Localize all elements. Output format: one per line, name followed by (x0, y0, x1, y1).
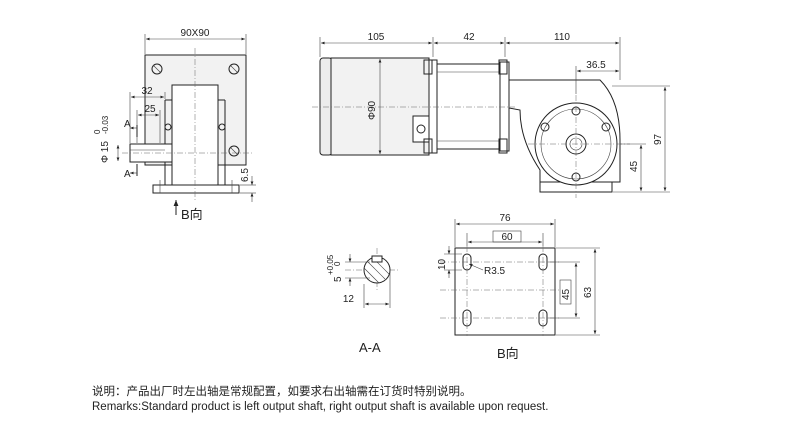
dim-key-width: 5 (333, 276, 344, 282)
dim-25: 25 (144, 104, 156, 115)
base-plate (454, 247, 556, 336)
dim-shaft-diameter: Φ 15 (100, 141, 111, 163)
dim-r3-5: R3.5 (484, 266, 506, 277)
view-b-arrow-label: B向 (181, 207, 203, 222)
section-marker-a-top: A (124, 119, 131, 130)
dim-12: 12 (343, 294, 355, 305)
dim-36-5: 36.5 (586, 60, 606, 71)
dim-10: 10 (437, 258, 448, 270)
front-base (152, 184, 240, 194)
bottom-view-title: B向 (497, 346, 519, 361)
dim-90x90: 90X90 (181, 28, 210, 39)
dim-phi90: Φ90 (367, 100, 378, 120)
dim-shaft-tol-upper: 0 (93, 129, 102, 134)
dim-97: 97 (653, 133, 664, 145)
dim-105: 105 (368, 32, 385, 43)
note-english: Remarks:Standard product is left output … (92, 401, 549, 413)
dim-key-tol-lower: 0 (333, 261, 342, 266)
dim-110: 110 (554, 32, 570, 43)
bottom-view: 76 60 10 R3.5 45 63 B向 (437, 213, 600, 361)
dim-63: 63 (583, 286, 594, 298)
dim-45-bottom: 45 (561, 288, 572, 300)
section-marker-a-bottom: A (124, 169, 131, 180)
section-a-a: 5 +0.05 0 12 A-A (326, 248, 398, 355)
dim-key-tol-upper: +0.05 (326, 254, 335, 275)
section-title: A-A (359, 340, 381, 355)
note-chinese: 说明：产品出厂时左出轴是常规配置，如要求右出轴需在订货时特别说明。 (92, 386, 472, 398)
dim-32: 32 (141, 86, 153, 97)
dim-6-5: 6.5 (240, 168, 251, 182)
dim-shaft-tol-lower: -0.03 (101, 115, 110, 134)
dim-42: 42 (463, 32, 475, 43)
dim-76: 76 (499, 213, 511, 224)
dim-45-side: 45 (629, 160, 640, 172)
side-view: 105 42 110 36.5 Φ90 97 45 (312, 32, 670, 198)
front-view: 90X90 32 25 A A Φ 15 0 -0.03 6.5 B向 (93, 28, 256, 222)
dim-60: 60 (501, 232, 513, 243)
